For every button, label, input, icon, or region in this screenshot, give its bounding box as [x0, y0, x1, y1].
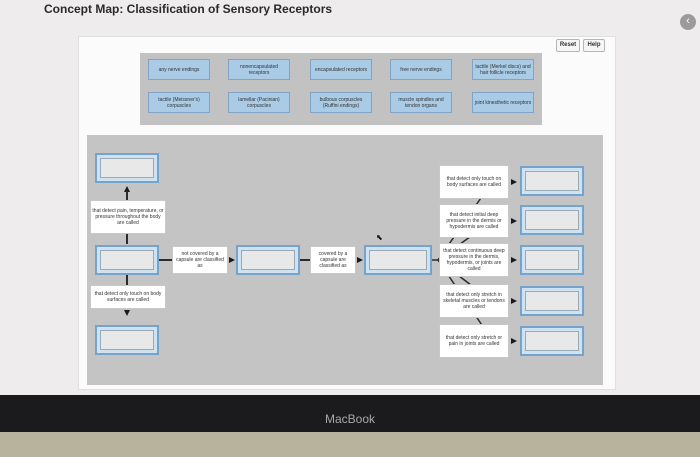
- arrow-right-icon: [229, 257, 235, 263]
- concept-map-area: that detect pain, temperature, or pressu…: [87, 135, 603, 385]
- page-title: Concept Map: Classification of Sensory R…: [44, 2, 333, 16]
- drop-target-right-5[interactable]: [520, 326, 584, 356]
- drop-target-right-4[interactable]: [520, 286, 584, 316]
- drop-target-left-middle[interactable]: [95, 245, 159, 275]
- arrow-right-icon: [511, 257, 517, 263]
- connector: [159, 259, 172, 261]
- drop-target-right-3[interactable]: [520, 245, 584, 275]
- arrow-down-icon: [124, 310, 130, 316]
- arrow-right-icon: [511, 179, 517, 185]
- drop-target-encapsulated[interactable]: [364, 245, 432, 275]
- drop-target-left-top[interactable]: [95, 153, 159, 183]
- connector: [126, 234, 128, 244]
- label-chip[interactable]: free nerve endings: [390, 59, 452, 80]
- drop-target-right-2[interactable]: [520, 205, 584, 235]
- right-text-3: that detect continuous deep pressure in …: [439, 243, 509, 277]
- label-bank: any nerve endings nonencapsulated recept…: [140, 53, 542, 125]
- screen: Concept Map: Classification of Sensory R…: [0, 0, 700, 395]
- label-chip[interactable]: tactile (Meissner's) corpuscles: [148, 92, 210, 113]
- arrow-up-icon: [124, 186, 130, 192]
- right-text-5: that detect only stretch or pain in join…: [439, 324, 509, 358]
- label-chip[interactable]: joint kinesthetic receptors: [472, 92, 534, 113]
- label-chip[interactable]: any nerve endings: [148, 59, 210, 80]
- right-text-2: that detect initial deep pressure in the…: [439, 204, 509, 238]
- arrow-right-icon: [511, 298, 517, 304]
- covered-text: covered by a capsule are classified as: [310, 246, 356, 274]
- arrow-right-icon: [357, 257, 363, 263]
- label-chip[interactable]: lamellar (Pacinian) corpuscles: [228, 92, 290, 113]
- mouse-cursor-icon: ⬉: [376, 233, 383, 242]
- connector: [126, 275, 128, 285]
- arrow-right-icon: [511, 338, 517, 344]
- left-bottom-text: that detect only touch on body surfaces …: [90, 285, 166, 309]
- right-text-4: that detect only stretch in skeletal mus…: [439, 284, 509, 318]
- label-chip[interactable]: bulbous corpuscles (Ruffini endings): [310, 92, 372, 113]
- left-top-text: that detect pain, temperature, or pressu…: [90, 200, 166, 234]
- label-chip[interactable]: muscle spindles and tendon organs: [390, 92, 452, 113]
- laptop-base: [0, 432, 700, 457]
- label-chip[interactable]: encapsulated receptors: [310, 59, 372, 80]
- reset-button[interactable]: Reset: [556, 39, 580, 52]
- help-button[interactable]: Help: [583, 39, 605, 52]
- connector: [300, 259, 310, 261]
- right-text-1: that detect only touch on body surfaces …: [439, 165, 509, 199]
- arrow-right-icon: [511, 218, 517, 224]
- label-chip[interactable]: nonencapsulated receptors: [228, 59, 290, 80]
- not-covered-text: not covered by a capsule are classified …: [172, 246, 228, 274]
- device-brand: MacBook: [324, 412, 376, 426]
- label-chip[interactable]: tactile (Merkel discs) and hair follicle…: [472, 59, 534, 80]
- drop-target-right-1[interactable]: [520, 166, 584, 196]
- drop-target-center[interactable]: [236, 245, 300, 275]
- chevron-left-icon[interactable]: ‹: [680, 14, 696, 30]
- connector: [126, 191, 128, 200]
- drop-target-left-bottom[interactable]: [95, 325, 159, 355]
